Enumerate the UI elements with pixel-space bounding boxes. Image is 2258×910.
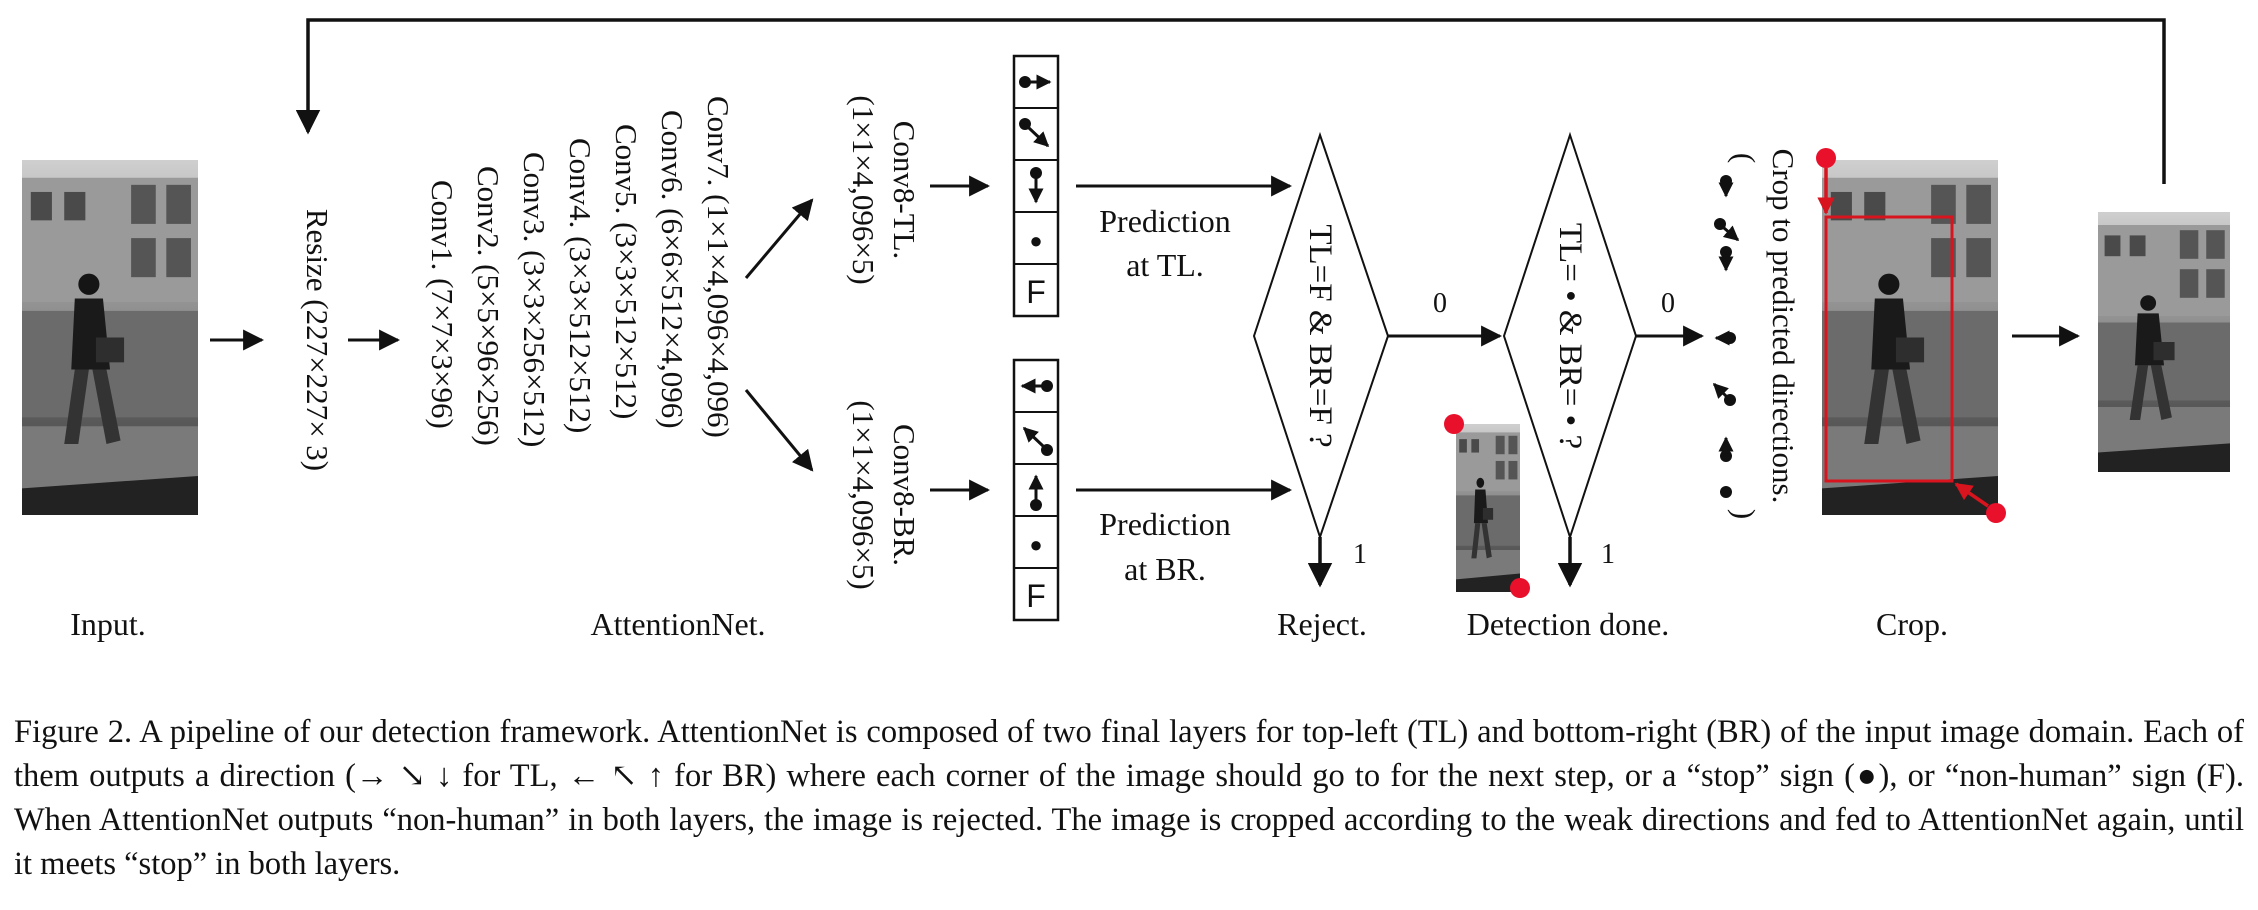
crop-image [1816,148,2006,523]
conv-layer-6: Conv6. (6×6×512×4,096) [655,110,690,429]
figure-caption: Figure 2. A pipeline of our detection fr… [14,714,2244,882]
tl-down-icon [1028,167,1044,204]
crop-left-icon [1714,330,1736,346]
reject-branch-value: 1 [1353,539,1367,570]
conv8-br-dims: (1×1×4,096×5) [846,400,881,589]
pipeline-figure: Input. Resize (227×227× 3) Conv1. (7×7×3… [22,18,2230,642]
conv8-br-label: Conv8-BR. (1×1×4,096×5) [846,400,922,589]
detection-br-marker [1510,578,1530,598]
br-output-column: ● F [1012,358,1060,622]
crop-tl-marker [1816,148,1836,168]
crop-stop-icon [1720,486,1732,498]
crop-br-marker [1986,503,2006,523]
crop-label: Crop. [1876,606,1948,642]
crop-directions-text: Crop to predicted directions. [1766,149,1801,504]
tl-stop-sign: ● [1029,228,1042,253]
reject-label: Reject. [1277,606,1367,642]
conv8-tl-dims: (1×1×4,096×5) [846,95,881,284]
conv-layer-1: Conv1. (7×7×3×96) [425,180,460,429]
tl-right-icon [1019,74,1052,90]
done-branch-value: 1 [1601,539,1615,570]
crop-up-icon [1718,436,1734,462]
detection-done-image [1444,414,1530,598]
crop-direction-icons [1712,175,1740,498]
br-up-icon [1028,474,1044,511]
input-image [22,160,198,515]
conv8-br-name: Conv8-BR. [887,424,922,566]
conv7-to-tl-arrow [744,198,814,279]
crop-down-right-icon [1714,218,1740,242]
br-nonhuman-sign: F [1026,578,1046,614]
conv-layer-3: Conv3. (3×3×256×512) [517,152,552,447]
conv7-to-br-arrow [744,389,814,472]
tl-down-right-icon [1019,118,1050,148]
prediction-br-label-line1: Prediction [1099,506,1231,542]
cropped-output-image [2098,212,2230,472]
diamond2-zero-branch: 0 [1661,288,1675,319]
prediction-br-label-line2: at BR. [1124,551,1206,587]
conv-layer-4: Conv4. (3×3×512×512) [563,138,598,433]
crop-right-icon [1718,246,1734,272]
conv-layer-stack: Conv1. (7×7×3×96) Conv2. (5×5×96×256) Conv… [425,96,736,447]
tl-nonhuman-sign: F [1026,274,1046,310]
br-up-left-icon [1022,426,1053,456]
input-label: Input. [70,606,146,642]
crop-box [1824,215,1954,483]
conv-layer-5: Conv5. (3×3×512×512) [609,124,644,419]
conv8-tl-label: Conv8-TL. (1×1×4,096×5) [846,95,922,284]
reject-decision-text: TL=F & BR=F ? [1302,224,1338,447]
conv8-tl-name: Conv8-TL. [887,121,922,260]
attentionnet-label: AttentionNet. [590,606,765,642]
conv-layer-2: Conv2. (5×5×96×256) [471,166,506,446]
diamond1-zero-branch: 0 [1433,288,1447,319]
tl-output-column: ● F [1012,54,1060,318]
prediction-tl-label-line1: Prediction [1099,203,1231,239]
resize-label: Resize (227×227× 3) [300,209,335,471]
conv-layer-7: Conv7. (1×1×4,096×4,096) [701,96,736,438]
detection-tl-marker [1444,414,1464,434]
crop-down-icon [1718,175,1734,198]
crop-up-left-icon [1712,382,1736,406]
br-left-icon [1020,378,1053,394]
br-stop-sign: ● [1029,532,1042,557]
stop-decision-text: TL= • & BR= • ? [1552,223,1588,449]
feedback-loop-arrow [295,18,2166,184]
detection-done-label: Detection done. [1467,606,1670,642]
prediction-tl-label-line2: at TL. [1126,247,1204,283]
crop-br-arrow [1954,482,1989,508]
crop-open-paren: ( [1727,153,1762,163]
crop-close-paren: ) [1727,509,1762,519]
